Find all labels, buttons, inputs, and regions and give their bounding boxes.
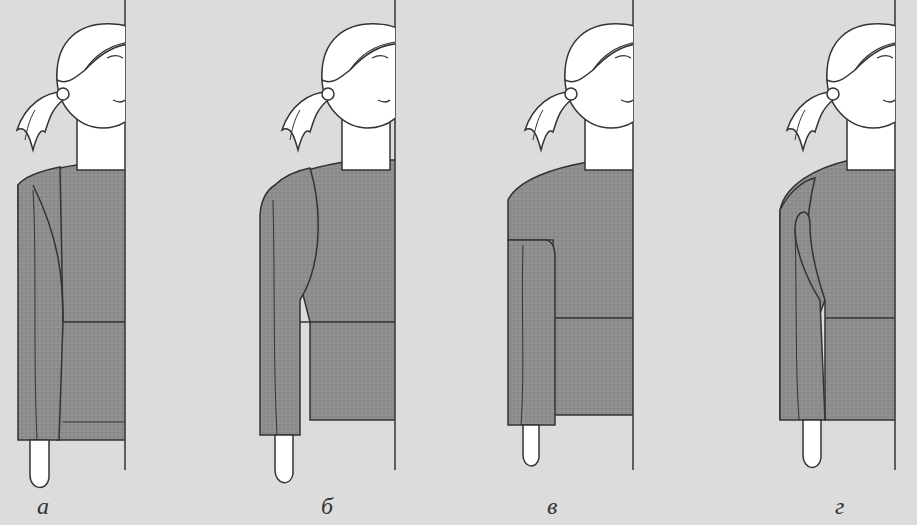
panel-letter: б [321, 494, 333, 518]
figure-set-in [260, 24, 395, 483]
panel-letter: в [547, 494, 557, 518]
figure-dropped [508, 24, 633, 466]
panel-letter: г [835, 494, 844, 518]
mirror-line [125, 0, 895, 470]
figure-raglan [17, 24, 125, 488]
panel-letter: а [37, 494, 49, 518]
figure-kimono [780, 24, 895, 468]
